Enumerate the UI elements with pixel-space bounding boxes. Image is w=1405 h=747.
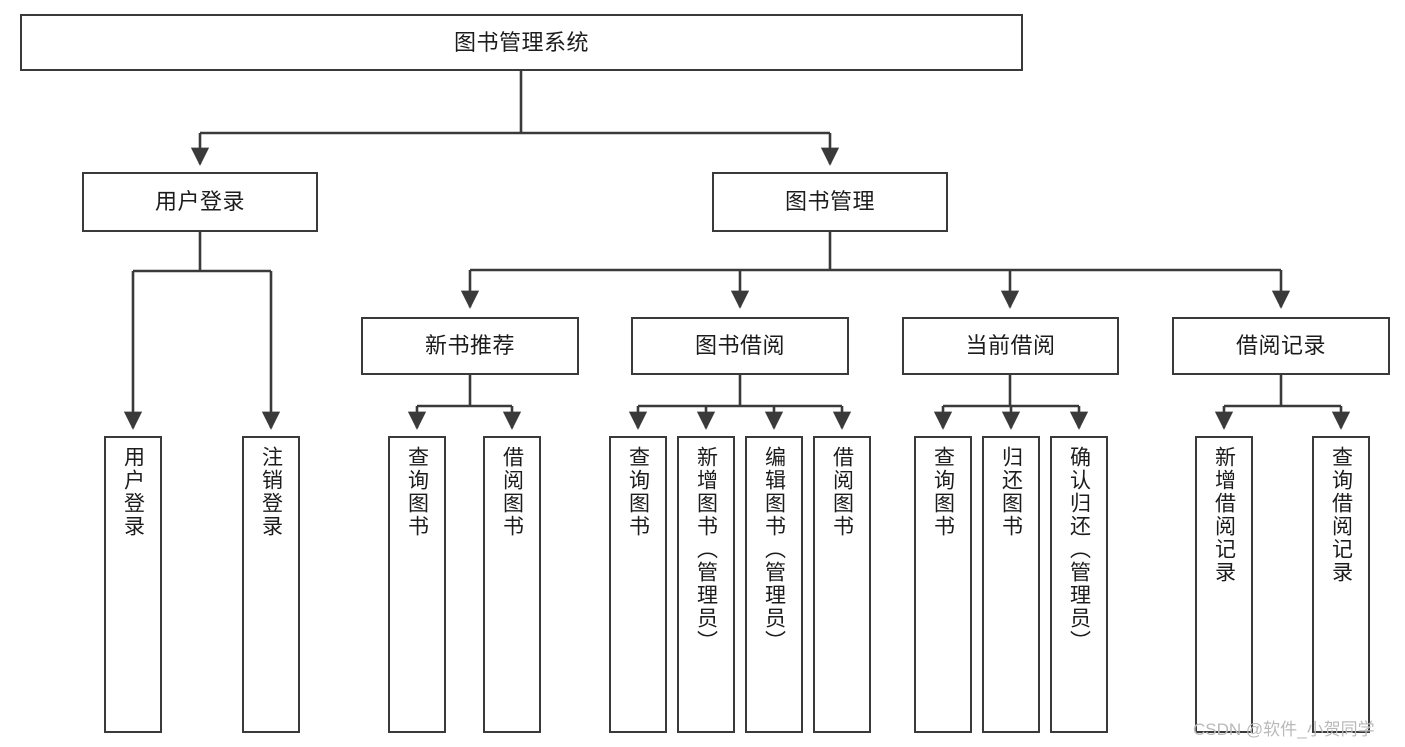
- node-label: 借阅记录: [1235, 333, 1326, 359]
- node-label: 借阅图书: [830, 446, 854, 538]
- node-label: 图书管理系统: [453, 29, 589, 55]
- node-label: 新增图书（管理员）: [694, 446, 718, 653]
- node-label: 查询借阅记录: [1329, 446, 1353, 584]
- node-user-login[interactable]: 用户登录: [82, 172, 318, 232]
- leaf-current-confirm-return-admin[interactable]: 确认归还（管理员）: [1050, 436, 1108, 733]
- node-label: 编辑图书（管理员）: [762, 446, 786, 653]
- leaf-borrow-add-book-admin[interactable]: 新增图书（管理员）: [677, 436, 735, 733]
- node-label: 查询图书: [405, 446, 429, 538]
- leaf-user-logout[interactable]: 注销登录: [242, 436, 300, 733]
- node-label: 归还图书: [999, 446, 1023, 538]
- node-root-system[interactable]: 图书管理系统: [20, 14, 1023, 71]
- node-label: 查询图书: [931, 446, 955, 538]
- node-book-borrow[interactable]: 图书借阅: [631, 317, 849, 375]
- leaf-recommend-borrow-book[interactable]: 借阅图书: [483, 436, 541, 733]
- node-borrow-record[interactable]: 借阅记录: [1172, 317, 1390, 375]
- leaf-current-query-book[interactable]: 查询图书: [914, 436, 972, 733]
- leaf-borrow-edit-book-admin[interactable]: 编辑图书（管理员）: [745, 436, 803, 733]
- node-label: 新书推荐: [424, 333, 515, 359]
- node-label: 借阅图书: [500, 446, 524, 538]
- node-label: 新增借阅记录: [1212, 446, 1236, 584]
- node-label: 确认归还（管理员）: [1067, 446, 1091, 653]
- node-label: 当前借阅: [965, 333, 1056, 359]
- node-current-borrow[interactable]: 当前借阅: [902, 317, 1119, 375]
- leaf-user-login[interactable]: 用户登录: [104, 436, 162, 733]
- node-new-book-recommend[interactable]: 新书推荐: [361, 317, 579, 375]
- watermark-credit: CSDN @软件_小贺同学: [1193, 720, 1375, 739]
- node-label: 查询图书: [626, 446, 650, 538]
- leaf-record-query-borrow-record[interactable]: 查询借阅记录: [1312, 436, 1370, 733]
- node-label: 用户登录: [121, 446, 145, 538]
- leaf-borrow-query-book[interactable]: 查询图书: [609, 436, 667, 733]
- node-label: 用户登录: [154, 189, 245, 215]
- leaf-current-return-book[interactable]: 归还图书: [982, 436, 1040, 733]
- node-label: 注销登录: [259, 446, 283, 538]
- leaf-recommend-query-book[interactable]: 查询图书: [388, 436, 446, 733]
- node-label: 图书借阅: [694, 333, 785, 359]
- node-book-management[interactable]: 图书管理: [712, 172, 948, 232]
- leaf-record-add-borrow-record[interactable]: 新增借阅记录: [1195, 436, 1253, 733]
- leaf-borrow-borrow-book[interactable]: 借阅图书: [813, 436, 871, 733]
- node-label: 图书管理: [784, 189, 875, 215]
